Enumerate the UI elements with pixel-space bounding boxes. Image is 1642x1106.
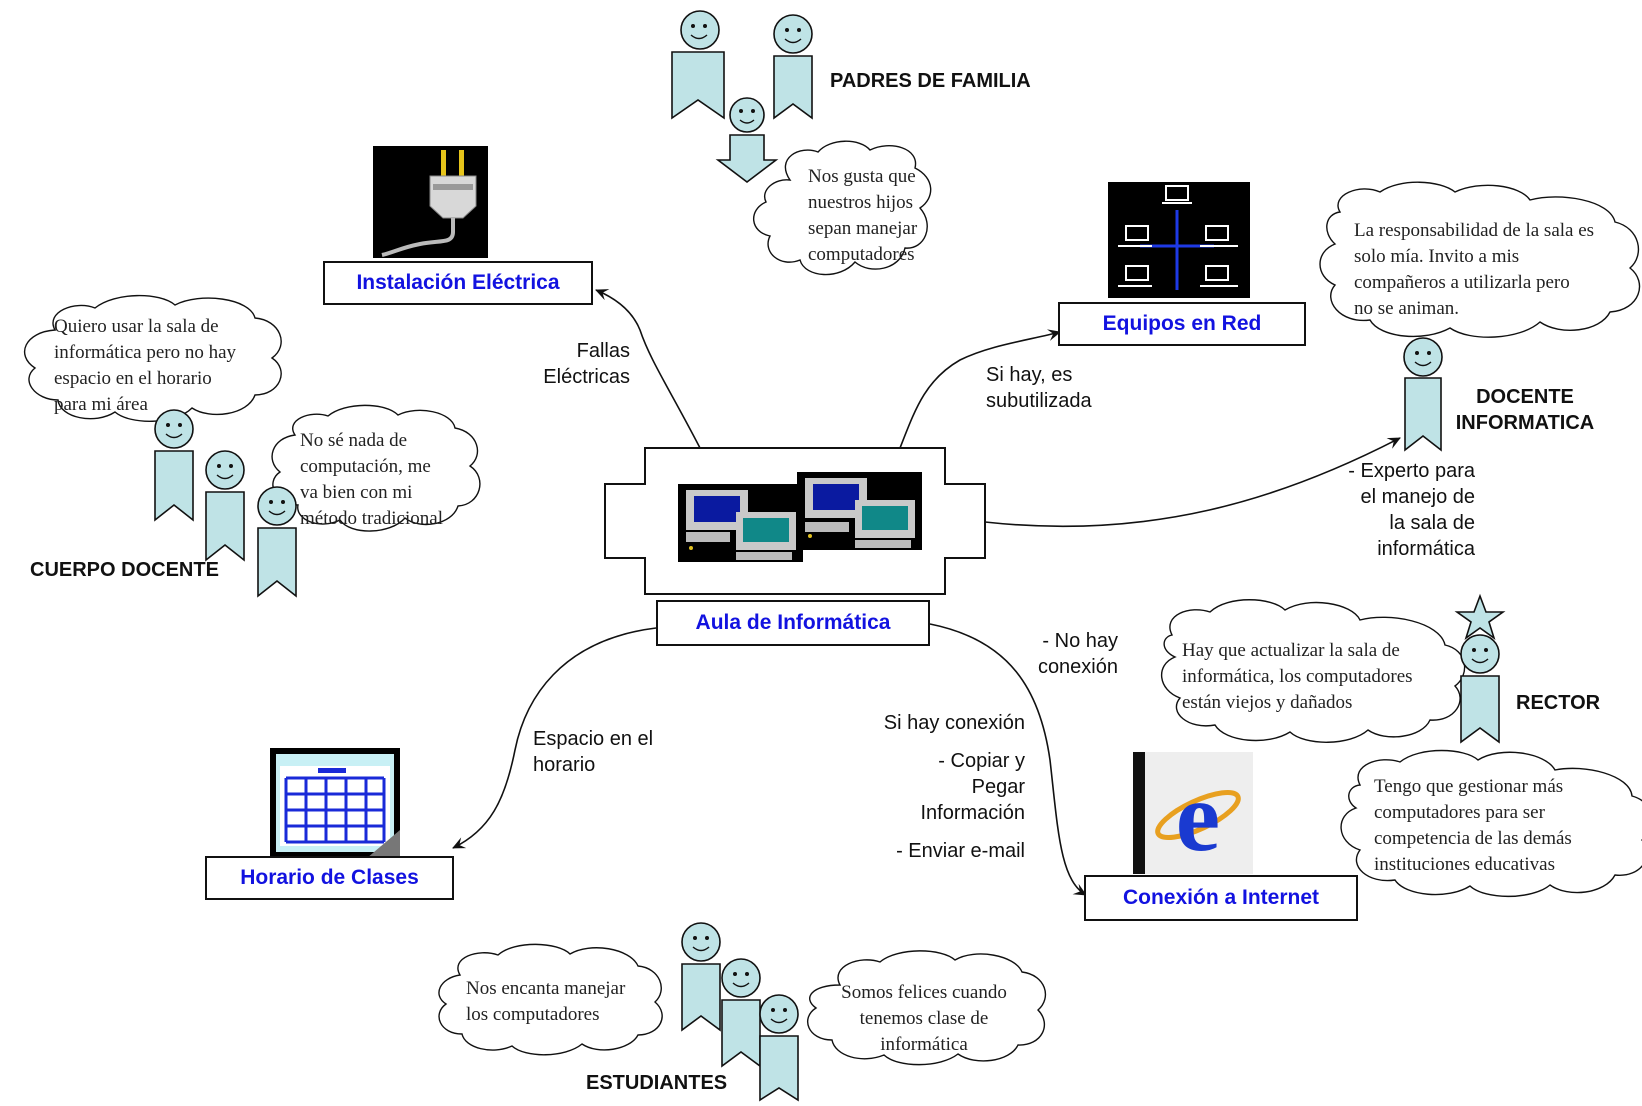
cloud-line: Nos gusta que bbox=[808, 166, 916, 187]
cloud-line: sepan manejar bbox=[808, 218, 918, 239]
cloud-line: método tradicional bbox=[300, 508, 443, 529]
connectors bbox=[452, 289, 1401, 896]
cloud-text-estudiantes-1: Nos encanta manejar los computadores bbox=[466, 976, 625, 1028]
label-no-conexion: - No hay conexión bbox=[1000, 628, 1118, 680]
svg-text:e: e bbox=[1176, 761, 1220, 872]
edge-to-equipos bbox=[899, 329, 1061, 449]
label-subutilizada: Si hay, es subutilizada bbox=[986, 362, 1092, 414]
label-espacio-horario: Espacio en el horario bbox=[533, 726, 653, 778]
label-si-conexion: Si hay conexión bbox=[883, 712, 1025, 734]
label-line: el manejo de bbox=[1360, 486, 1475, 508]
cloud-text-rector-2: Tengo que gestionar más computadores par… bbox=[1374, 774, 1572, 878]
cloud-line: computadores bbox=[808, 244, 915, 265]
plug-image bbox=[373, 146, 488, 258]
cloud-line: Somos felices cuando bbox=[841, 982, 1007, 1003]
label-fallas-electricas: Fallas Eléctricas bbox=[520, 338, 630, 390]
calendar-image bbox=[270, 748, 400, 864]
cloud-line: va bien con mi bbox=[300, 482, 413, 503]
node-conexion-internet: Conexión a Internet bbox=[1084, 875, 1358, 921]
computers-image bbox=[678, 472, 922, 562]
cloud-line: nuestros hijos bbox=[808, 192, 914, 213]
node-horario-de-clases: Horario de Clases bbox=[205, 856, 454, 900]
cloud-line: instituciones educativas bbox=[1374, 854, 1555, 875]
cloud-text-cuerpo-1: Quiero usar la sala de informática pero … bbox=[54, 314, 236, 418]
cloud-line: los computadores bbox=[466, 1004, 600, 1025]
cloud-line: computación, me bbox=[300, 456, 431, 477]
cloud-line: Quiero usar la sala de bbox=[54, 316, 219, 337]
cloud-line: competencia de las demás bbox=[1374, 828, 1572, 849]
group-cuerpo-docente: CUERPO DOCENTE bbox=[30, 559, 219, 581]
label-line: Fallas bbox=[576, 340, 630, 362]
group-line: DOCENTE bbox=[1476, 386, 1574, 408]
internet-explorer-image: e bbox=[1133, 752, 1253, 874]
network-image bbox=[1108, 182, 1250, 298]
cloud-text-cuerpo-2: No sé nada de computación, me va bien co… bbox=[300, 428, 443, 532]
cloud-line: informática pero no hay bbox=[54, 342, 237, 363]
label-line: conexión bbox=[1037, 656, 1118, 678]
node-equipos-en-red: Equipos en Red bbox=[1058, 302, 1306, 346]
group-padres-de-familia: PADRES DE FAMILIA bbox=[830, 70, 1031, 92]
label-line: la sala de bbox=[1389, 512, 1475, 534]
node-instalacion-electrica: Instalación Eléctrica bbox=[323, 261, 593, 305]
center-node-label: Aula de Informática bbox=[656, 600, 930, 646]
label-copiar-pegar: - Copiar y Pegar Información bbox=[860, 748, 1026, 826]
cloud-line: La responsabilidad de la sala es bbox=[1354, 220, 1595, 241]
label-line: horario bbox=[533, 754, 596, 776]
cloud-text-estudiantes-2: Somos felices cuando tenemos clase de in… bbox=[818, 980, 1030, 1058]
group-line: INFORMATICA bbox=[1455, 412, 1595, 434]
cloud-text-docente-info: La responsabilidad de la sala es solo mí… bbox=[1354, 218, 1594, 322]
cloud-line: Hay que actualizar la sala de bbox=[1182, 640, 1400, 661]
label-enviar-email: - Enviar e-mail bbox=[896, 840, 1025, 862]
cloud-text-padres: Nos gusta que nuestros hijos sepan manej… bbox=[808, 164, 917, 268]
label-line: Si hay, es bbox=[986, 364, 1073, 386]
cloud-line: no se animan. bbox=[1354, 298, 1460, 319]
label-experto: - Experto para el manejo de la sala de i… bbox=[1300, 458, 1475, 562]
label-line: subutilizada bbox=[986, 390, 1092, 412]
label-line: Espacio en el bbox=[533, 728, 654, 750]
label-line: informática bbox=[1377, 538, 1475, 560]
edge-to-instalacion bbox=[595, 289, 701, 449]
edge-to-docente-info bbox=[984, 437, 1401, 528]
group-docente-informatica: DOCENTE INFORMATICA bbox=[1440, 384, 1610, 436]
label-line: Eléctricas bbox=[543, 366, 630, 388]
cloud-line: solo mía. Invito a mis bbox=[1354, 246, 1520, 267]
group-estudiantes: ESTUDIANTES bbox=[586, 1072, 728, 1094]
cloud-line: tenemos clase de bbox=[859, 1008, 989, 1029]
cloud-line: espacio en el horario bbox=[54, 368, 212, 389]
edge-to-internet bbox=[929, 623, 1087, 896]
cloud-line: Tengo que gestionar más bbox=[1374, 776, 1564, 797]
cloud-line: compañeros a utilizarla pero bbox=[1354, 272, 1570, 293]
cloud-line: están viejos y dañados bbox=[1182, 692, 1353, 713]
label-line: Pegar bbox=[971, 776, 1025, 798]
edge-to-horario bbox=[452, 627, 657, 849]
cloud-line: Nos encanta manejar bbox=[466, 978, 626, 999]
group-rector: RECTOR bbox=[1516, 692, 1601, 714]
cloud-text-rector-1: Hay que actualizar la sala de informátic… bbox=[1182, 638, 1413, 716]
cloud-line: informática, los computadores bbox=[1182, 666, 1413, 687]
label-line: - Experto para bbox=[1348, 460, 1475, 482]
label-line: Información bbox=[920, 802, 1026, 824]
cloud-line: No sé nada de bbox=[300, 430, 408, 451]
cloud-line: computadores para ser bbox=[1374, 802, 1545, 823]
cloud-line: informática bbox=[880, 1034, 968, 1055]
cloud-line: para mi área bbox=[54, 394, 148, 415]
label-line: - No hay bbox=[1042, 630, 1118, 652]
label-line: - Copiar y bbox=[938, 750, 1025, 772]
